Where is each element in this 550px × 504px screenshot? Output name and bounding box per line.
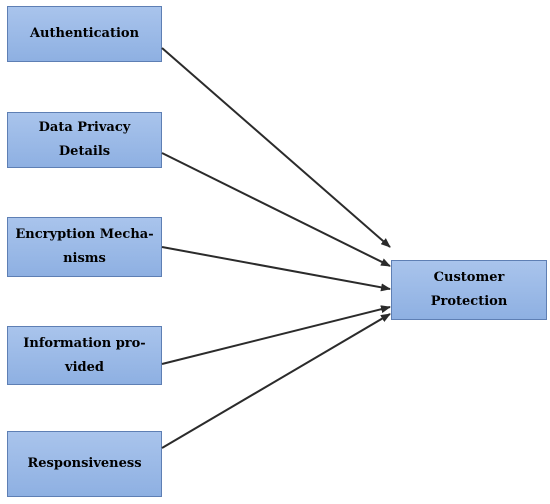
factor-label-line1: Authentication [29,26,140,41]
factor-label-line2: nisms [63,251,106,266]
arrow-authentication [161,47,391,248]
factor-box-responsiveness: Responsiveness [7,431,162,497]
outcome-label: Customer Protection [430,270,508,309]
arrow-data-privacy [161,152,391,267]
factor-label-line1: Responsiveness [27,456,142,471]
factor-box-encryption: Encryption Mecha- nisms [7,217,162,277]
factor-label-line1: Information pro- [23,335,146,351]
arrow-encryption [161,246,391,292]
factor-box-data-privacy: Data Privacy Details [7,112,162,168]
factor-box-authentication: Authentication [7,6,162,62]
factor-label-line1: Encryption Mecha- [15,227,154,242]
factor-box-information: Information pro- vided [7,326,162,385]
arrow-information [161,305,391,365]
arrow-responsiveness [161,313,391,449]
factor-label-line1: Data Privacy Details [38,120,131,159]
outcome-box-customer-protection: Customer Protection [391,260,547,320]
factor-label-line2: vided [65,359,104,375]
